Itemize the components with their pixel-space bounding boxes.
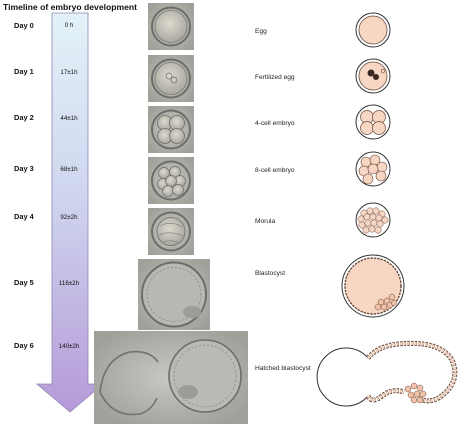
stage-label-hatched-blastocyst: Hatched blastocyst <box>255 365 311 372</box>
time-label-6: 140±2h <box>58 343 80 350</box>
stage-label-blastocyst: Blastocyst <box>255 270 286 277</box>
micrograph-morula <box>148 208 194 255</box>
micrograph-blastocyst <box>138 259 210 330</box>
time-label-2: 44±1h <box>60 115 78 122</box>
time-label-1: 17±1h <box>60 69 78 76</box>
stage-label-morula: Morula <box>255 218 276 225</box>
hatched-blastocyst-icon <box>316 340 458 407</box>
time-label-4: 92±2h <box>60 214 78 221</box>
day-label-2: Day 2 <box>14 113 34 122</box>
stage-label-four-cell-embryo: 4-cell embryo <box>255 120 295 127</box>
day-label-3: Day 3 <box>14 164 34 173</box>
stage-label-fertilized-egg: Fertilized egg <box>255 74 295 81</box>
micrograph-four-cell-embryo <box>148 106 194 153</box>
morula-icon <box>355 202 391 238</box>
micrograph-fertilized-egg <box>148 55 194 102</box>
day-label-6: Day 6 <box>14 341 34 350</box>
time-label-3: 68±1h <box>60 166 78 173</box>
day-label-4: Day 4 <box>14 212 34 221</box>
timeline-arrow <box>35 12 105 413</box>
fertilized-egg-icon <box>355 58 391 94</box>
day-label-0: Day 0 <box>14 21 34 30</box>
eight-cell-embryo-icon <box>355 151 391 187</box>
stage-label-egg: Egg <box>255 28 267 35</box>
micrograph-hatched-blastocyst <box>94 331 248 424</box>
day-label-1: Day 1 <box>14 67 34 76</box>
four-cell-embryo-icon <box>355 104 391 140</box>
micrograph-eight-cell-embryo <box>148 157 194 204</box>
day-label-5: Day 5 <box>14 278 34 287</box>
time-label-0: 0 h <box>64 22 74 29</box>
diagram-title: Timeline of embryo development <box>3 2 138 12</box>
micrograph-egg <box>148 3 194 50</box>
egg-icon <box>355 12 391 48</box>
stage-label-eight-cell-embryo: 8-cell embryo <box>255 167 295 174</box>
time-label-5: 116±2h <box>58 280 80 287</box>
blastocyst-icon <box>341 254 405 318</box>
